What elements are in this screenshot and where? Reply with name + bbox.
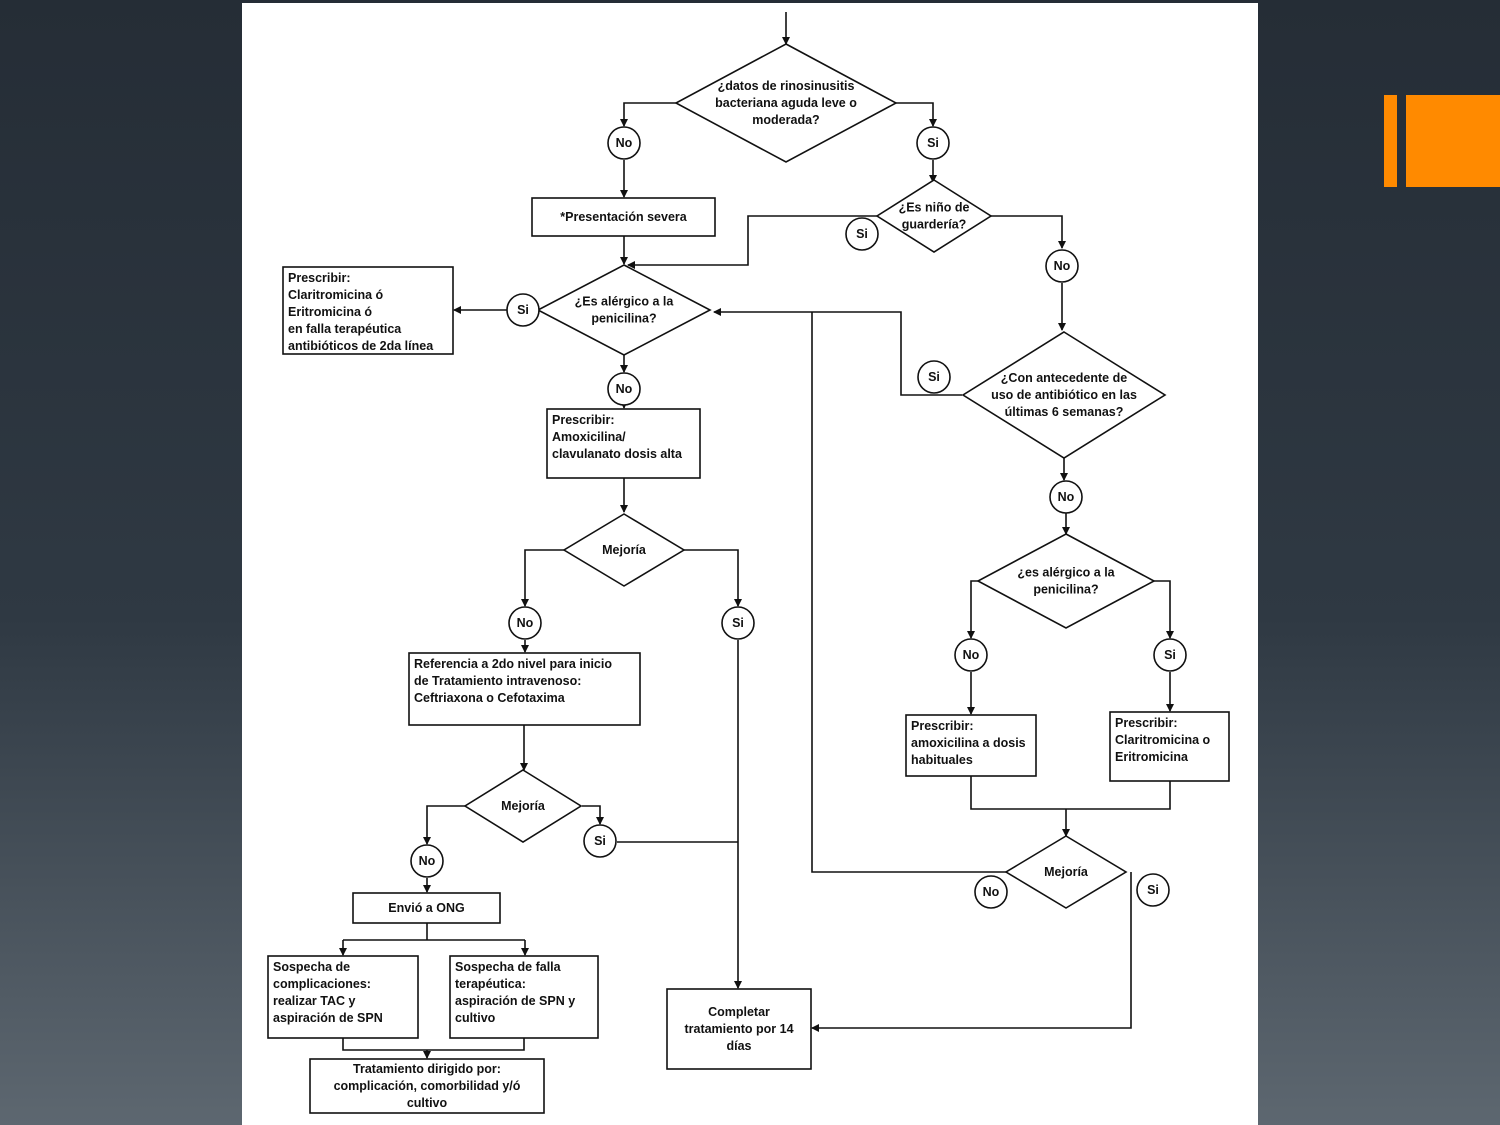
- c-no1: No: [607, 126, 641, 160]
- svg-text:Mejoría: Mejoría: [501, 799, 546, 813]
- c-no-ante: No: [1049, 480, 1083, 514]
- d-mejoria2: Mejoría: [463, 769, 583, 843]
- svg-text:No: No: [983, 885, 1000, 899]
- svg-text:Prescribir:Amoxicilina/clavula: Prescribir:Amoxicilina/clavulanato dosis…: [552, 413, 683, 461]
- b-dirigido: Tratamiento dirigido por:complicación, c…: [309, 1058, 545, 1114]
- d-mejoria1: Mejoría: [562, 513, 686, 587]
- c-si-aler2: Si: [1153, 638, 1187, 672]
- c-no-mej3: No: [974, 875, 1008, 909]
- svg-text:Si: Si: [856, 227, 868, 241]
- b-ong: Envió a ONG: [352, 892, 501, 924]
- svg-text:No: No: [1054, 259, 1071, 273]
- svg-text:Si: Si: [1147, 883, 1159, 897]
- c-si-mej1: Si: [721, 606, 755, 640]
- svg-text:Si: Si: [594, 834, 606, 848]
- svg-text:No: No: [616, 382, 633, 396]
- c-si-guard: Si: [845, 217, 879, 251]
- c-no-mej1: No: [508, 606, 542, 640]
- c-si-ante: Si: [917, 360, 951, 394]
- svg-text:Mejoría: Mejoría: [602, 543, 647, 557]
- svg-text:No: No: [517, 616, 534, 630]
- c-no-aler1: No: [607, 372, 641, 406]
- c-si1: Si: [916, 126, 950, 160]
- svg-text:No: No: [963, 648, 980, 662]
- svg-text:Tratamiento dirigido por:compl: Tratamiento dirigido por:complicación, c…: [334, 1062, 521, 1110]
- svg-text:No: No: [1058, 490, 1075, 504]
- connector-lines: [339, 12, 1174, 1059]
- svg-text:No: No: [419, 854, 436, 868]
- c-si-mej2: Si: [583, 824, 617, 858]
- c-no-mej2: No: [410, 844, 444, 878]
- svg-text:Mejoría: Mejoría: [1044, 865, 1089, 879]
- svg-text:No: No: [616, 136, 633, 150]
- svg-text:Envió a ONG: Envió a ONG: [388, 901, 464, 915]
- c-no-guard: No: [1045, 249, 1079, 283]
- svg-text:*Presentación severa: *Presentación severa: [560, 210, 688, 224]
- b-severa: *Presentación severa: [531, 197, 716, 237]
- c-no-aler2: No: [954, 638, 988, 672]
- svg-text:Si: Si: [927, 136, 939, 150]
- c-si-mej3: Si: [1136, 873, 1170, 907]
- d-mejoria3: Mejoría: [1004, 835, 1128, 909]
- svg-text:Si: Si: [928, 370, 940, 384]
- c-si-aler1: Si: [506, 293, 540, 327]
- svg-text:Si: Si: [517, 303, 529, 317]
- accent-bar-thin: [1384, 95, 1397, 187]
- svg-text:Si: Si: [732, 616, 744, 630]
- b-amox-clav: Prescribir:Amoxicilina/clavulanato dosis…: [546, 408, 701, 479]
- svg-text:Si: Si: [1164, 648, 1176, 662]
- accent-bar-wide: [1406, 95, 1500, 187]
